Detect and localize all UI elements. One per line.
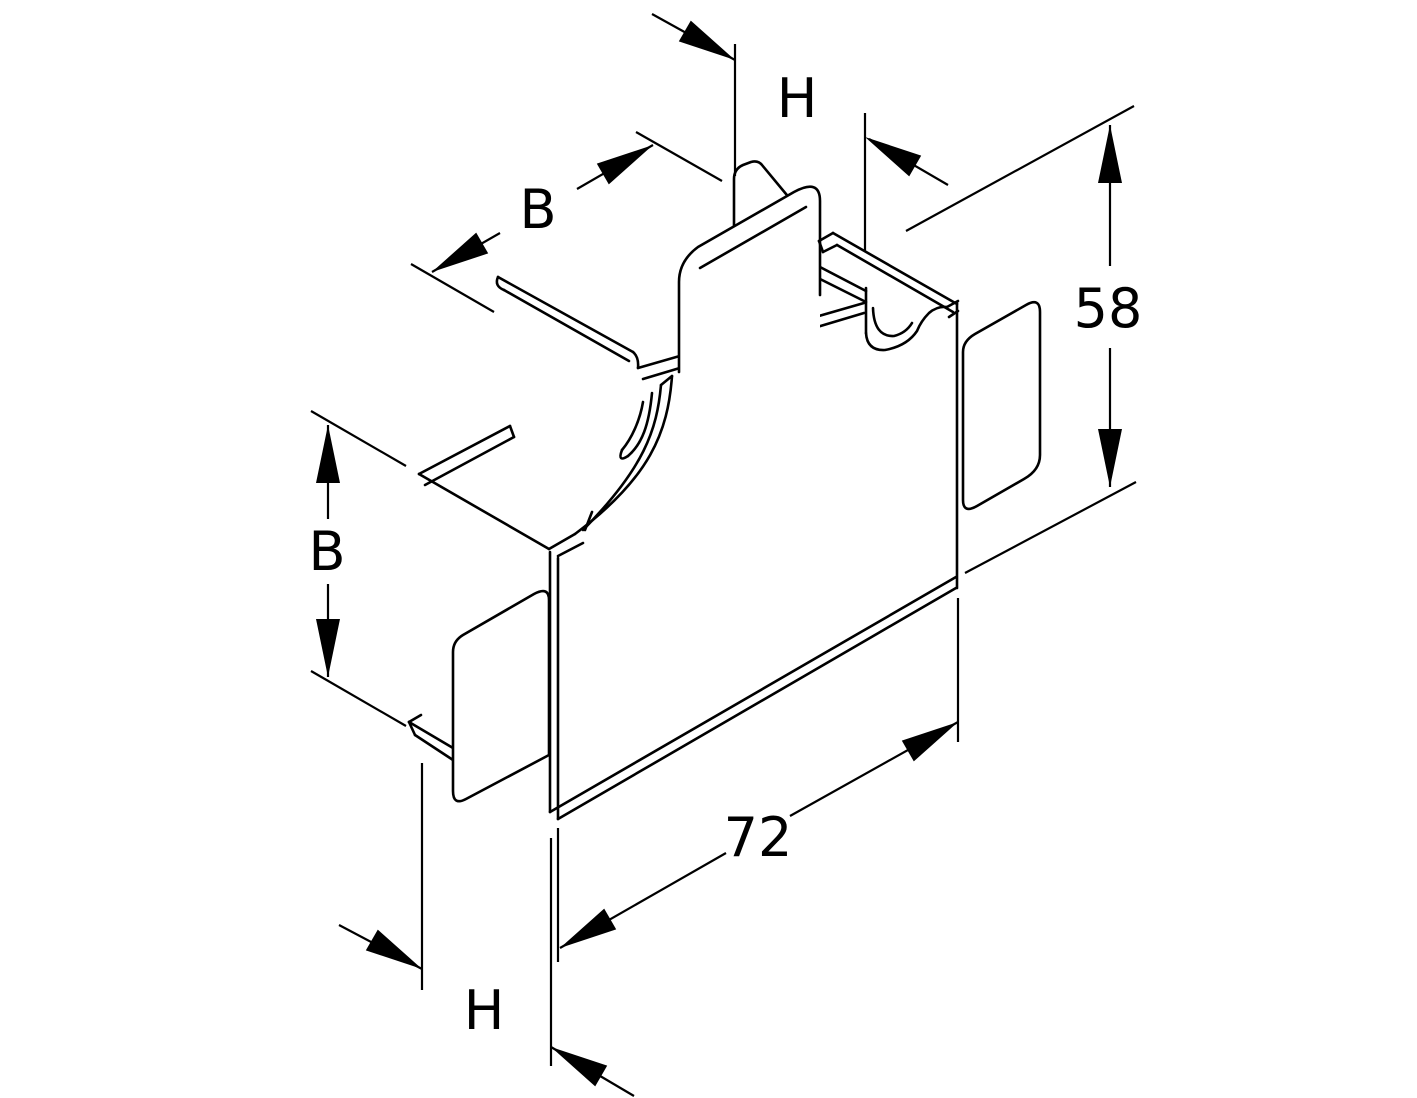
dim-left-b-ext-bottom [310, 670, 407, 727]
dim-label-bottom-h: H [464, 979, 505, 1042]
dim-bottom-h: H [338, 763, 635, 1097]
arrowhead [596, 145, 653, 185]
arrowhead [432, 232, 489, 272]
arrowhead [365, 929, 422, 969]
dim-label-top-h: H [777, 67, 818, 130]
arrowhead [1098, 125, 1122, 183]
dim-top-h-leader-right [868, 138, 949, 186]
arrowhead [901, 722, 958, 762]
dim-left-b-ext-top [310, 410, 407, 467]
arrowhead [865, 137, 922, 177]
arrowhead [560, 908, 617, 948]
arrowhead [678, 20, 735, 61]
dim-label-58: 58 [1074, 277, 1143, 340]
dim-top-b-ext-upper [635, 131, 723, 182]
dim-label-left-b: B [308, 520, 345, 583]
wing-top-wall [817, 231, 959, 314]
dim-label-top-b: B [519, 178, 556, 241]
face-bottom-edge [548, 575, 958, 821]
dim-left-b: B [308, 410, 407, 727]
tee-body [407, 160, 1042, 821]
face-left-edge [548, 550, 560, 821]
dim-top-b: B [410, 131, 723, 313]
dim-top-b-ext-lower [410, 263, 495, 313]
arrowhead [1098, 429, 1122, 487]
dim-72: 72 [556, 598, 960, 962]
dim-top-h: H [651, 13, 949, 251]
dim-label-72: 72 [724, 806, 793, 869]
branch-tongue [677, 185, 822, 390]
inner-corner-fillet [573, 374, 674, 536]
arrowhead [551, 1047, 608, 1087]
dim-58-ext-bottom [964, 481, 1137, 574]
dim-58: 58 [905, 105, 1143, 574]
right-tongue [961, 300, 1042, 511]
left-tongue [451, 589, 551, 803]
stub-top-wall [417, 424, 585, 558]
arrowhead [316, 425, 340, 483]
dim-58-ext-top [905, 105, 1135, 232]
arrowhead [316, 619, 340, 677]
bottom-wall-end [407, 713, 455, 762]
stub-back-edge [495, 275, 640, 370]
